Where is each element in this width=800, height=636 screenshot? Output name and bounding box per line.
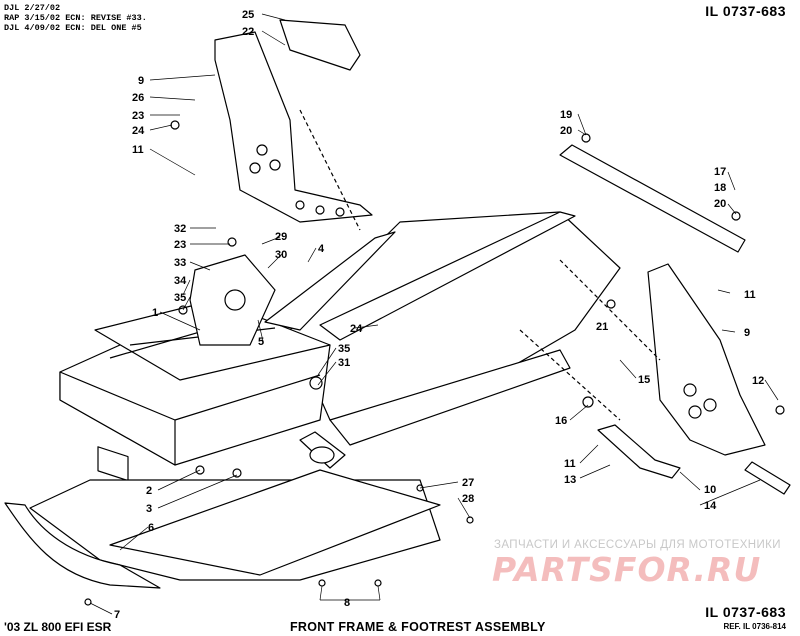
footrest-cap bbox=[279, 19, 361, 71]
fastener bbox=[309, 376, 323, 390]
callout-24: 24 bbox=[132, 125, 145, 137]
callout-6: 6 bbox=[148, 522, 154, 534]
callout-7: 7 bbox=[114, 609, 120, 621]
model-name: '03 ZL 800 EFI ESR bbox=[4, 620, 112, 634]
callout-20: 20 bbox=[560, 125, 572, 137]
fastener bbox=[416, 484, 424, 492]
leader-lines bbox=[89, 13, 779, 615]
callout-11c: 11 bbox=[564, 458, 576, 470]
callout-8: 8 bbox=[344, 597, 350, 609]
callout-34: 34 bbox=[174, 275, 187, 287]
illustration-id-top: IL 0737-683 bbox=[705, 3, 786, 19]
diagram-title: FRONT FRAME & FOOTREST ASSEMBLY bbox=[290, 620, 546, 634]
fastener bbox=[582, 396, 594, 408]
bulkhead-front-face bbox=[59, 371, 176, 466]
callout-19: 19 bbox=[560, 109, 572, 121]
fastener bbox=[227, 237, 237, 247]
callout-11: 11 bbox=[132, 144, 144, 156]
callout-26: 26 bbox=[132, 92, 144, 104]
callout-11b: 11 bbox=[744, 289, 756, 301]
callout-18: 18 bbox=[714, 182, 726, 194]
steering-column-bar bbox=[559, 144, 746, 253]
watermark-logo: PARTSFOR.RU bbox=[492, 550, 762, 589]
bulkhead-window bbox=[97, 446, 129, 482]
callout-16: 16 bbox=[555, 415, 567, 427]
callout-31: 31 bbox=[338, 357, 350, 369]
nose-skid bbox=[4, 502, 161, 589]
callout-14: 14 bbox=[704, 500, 717, 512]
callout-12: 12 bbox=[752, 375, 764, 387]
frame-drawing bbox=[4, 19, 791, 606]
steering-bracket bbox=[189, 254, 276, 346]
fastener bbox=[374, 579, 382, 587]
callout-20b: 20 bbox=[714, 198, 726, 210]
revision-note: DJL 2/27/02 bbox=[4, 3, 61, 13]
callout-2: 2 bbox=[146, 485, 152, 497]
fastener bbox=[775, 405, 785, 415]
fastener bbox=[170, 120, 180, 130]
fastener bbox=[731, 211, 741, 221]
callout-23: 23 bbox=[132, 110, 144, 122]
rear-brace bbox=[744, 461, 791, 495]
fastener bbox=[178, 305, 188, 315]
callout-32: 32 bbox=[174, 223, 186, 235]
callout-33: 33 bbox=[174, 257, 186, 269]
callout-5: 5 bbox=[258, 336, 264, 348]
callout-35: 35 bbox=[174, 292, 186, 304]
fastener bbox=[581, 133, 591, 143]
fastener bbox=[318, 579, 326, 587]
callout-4: 4 bbox=[318, 243, 325, 255]
revision-note: DJL 4/09/02 ECN: DEL ONE #5 bbox=[4, 23, 142, 33]
callout-17: 17 bbox=[714, 166, 726, 178]
fastener bbox=[466, 516, 474, 524]
callout-22: 22 bbox=[242, 26, 254, 38]
footrest-bracket bbox=[597, 424, 681, 479]
callout-27: 27 bbox=[462, 477, 474, 489]
callout-1: 1 bbox=[152, 307, 158, 319]
callout-9: 9 bbox=[138, 75, 144, 87]
callout-labels: 25 22 9 26 23 24 11 19 20 17 18 20 32 23… bbox=[114, 9, 764, 621]
callout-13: 13 bbox=[564, 474, 576, 486]
fastener bbox=[606, 299, 616, 309]
tube-end bbox=[309, 446, 335, 464]
left-footrest bbox=[214, 31, 373, 223]
frame-side-rail bbox=[319, 211, 576, 341]
watermark-tagline: ЗАПЧАСТИ И АКСЕССУАРЫ ДЛЯ МОТОТЕХНИКИ bbox=[494, 539, 781, 551]
callout-25: 25 bbox=[242, 9, 254, 21]
revision-note: RAP 3/15/02 ECN: REVISE #33. bbox=[4, 13, 147, 23]
reference-id: REF. IL 0736-814 bbox=[723, 622, 786, 631]
belly-pan-floor bbox=[109, 469, 441, 576]
callout-24b: 24 bbox=[350, 323, 363, 335]
callout-23b: 23 bbox=[174, 239, 186, 251]
revision-notes: DJL 2/27/02 RAP 3/15/02 ECN: REVISE #33.… bbox=[4, 3, 147, 33]
callout-3: 3 bbox=[146, 503, 152, 515]
fastener bbox=[232, 468, 242, 478]
callout-29: 29 bbox=[275, 231, 287, 243]
callout-9b: 9 bbox=[744, 327, 750, 339]
frame-lower-rail bbox=[329, 349, 571, 446]
right-footrest bbox=[647, 263, 766, 456]
fastener bbox=[195, 465, 205, 475]
callout-35b: 35 bbox=[338, 343, 350, 355]
callout-21: 21 bbox=[596, 321, 608, 333]
callout-28: 28 bbox=[462, 493, 474, 505]
callout-30: 30 bbox=[275, 249, 287, 261]
illustration-id-bottom: IL 0737-683 bbox=[705, 604, 786, 620]
fastener bbox=[84, 598, 92, 606]
upper-support-bar bbox=[264, 231, 396, 331]
callout-15: 15 bbox=[638, 374, 650, 386]
callout-10: 10 bbox=[704, 484, 716, 496]
